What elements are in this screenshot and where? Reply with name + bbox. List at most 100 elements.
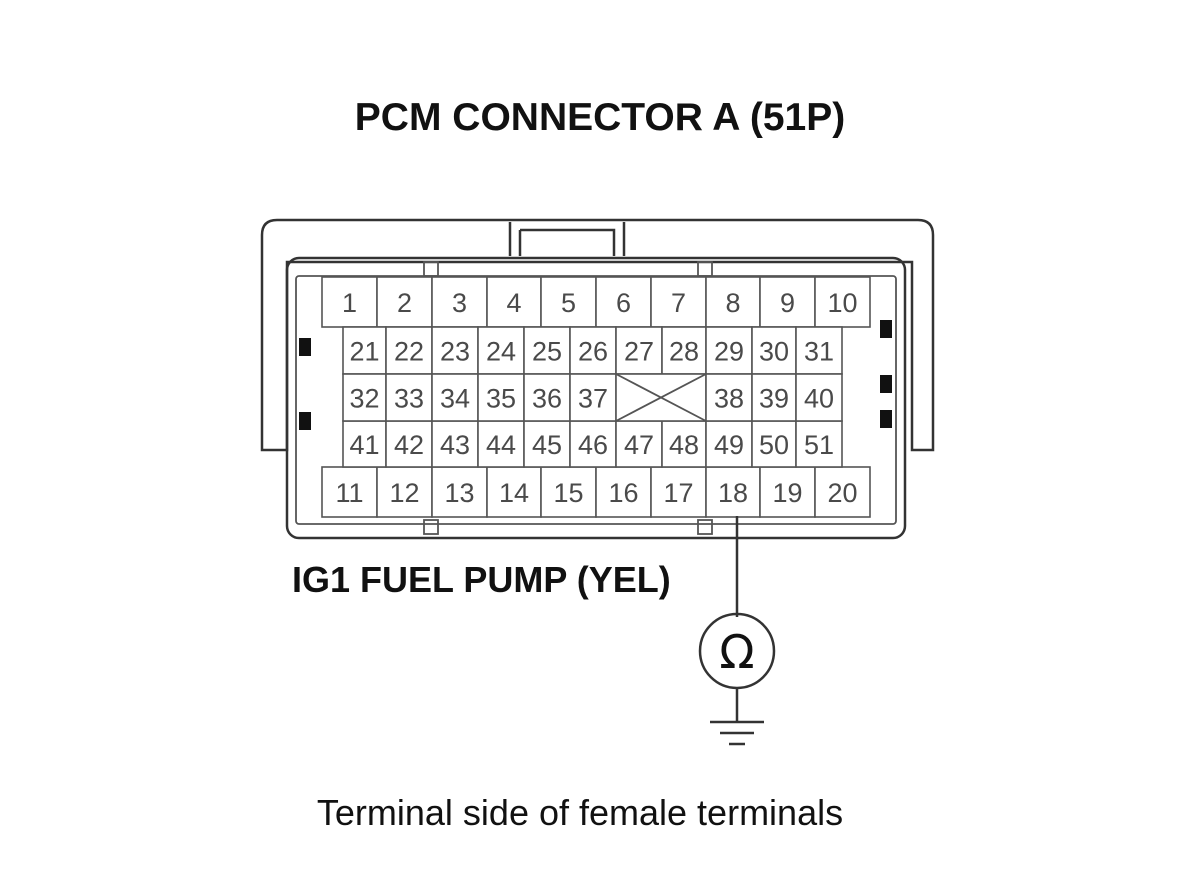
terminal-number: 30 (759, 337, 789, 367)
terminal-34: 34 (431, 373, 479, 422)
terminal-4: 4 (486, 276, 542, 328)
terminal-30: 30 (751, 326, 797, 375)
side-key (299, 338, 311, 356)
terminal-number: 24 (486, 337, 516, 367)
alignment-notch (423, 261, 439, 277)
terminal-number: 18 (718, 478, 748, 508)
terminal-number: 27 (624, 337, 654, 367)
terminal-44: 44 (477, 420, 525, 468)
terminal-45: 45 (523, 420, 571, 468)
terminal-35: 35 (477, 373, 525, 422)
terminal-37: 37 (569, 373, 617, 422)
terminal-9: 9 (759, 276, 816, 328)
terminal-number: 16 (608, 478, 638, 508)
terminal-number: 45 (532, 430, 562, 460)
terminal-1: 1 (321, 276, 378, 328)
terminal-42: 42 (385, 420, 433, 468)
terminal-3: 3 (431, 276, 488, 328)
connector-inner-body (285, 256, 907, 540)
terminal-8: 8 (705, 276, 761, 328)
terminal-number: 13 (444, 478, 474, 508)
terminal-12: 12 (376, 466, 433, 518)
terminal-24: 24 (477, 326, 525, 375)
terminal-16: 16 (595, 466, 652, 518)
connector-outer-shell (260, 218, 935, 452)
terminal-number: 5 (561, 288, 576, 318)
terminal-number: 37 (578, 384, 608, 414)
probe-label: IG1 FUEL PUMP (YEL) (292, 559, 671, 600)
terminal-27: 27 (615, 326, 663, 375)
terminal-18: 18 (705, 466, 761, 518)
terminal-number: 33 (394, 384, 424, 414)
terminal-number: 4 (506, 288, 521, 318)
unused-cavity (615, 373, 707, 422)
terminal-number: 28 (669, 337, 699, 367)
terminal-19: 19 (759, 466, 816, 518)
terminal-number: 42 (394, 430, 424, 460)
terminal-number: 44 (486, 430, 516, 460)
terminal-number: 21 (349, 337, 379, 367)
terminal-number: 51 (804, 430, 834, 460)
terminal-number: 38 (714, 384, 744, 414)
terminal-38: 38 (705, 373, 753, 422)
terminal-6: 6 (595, 276, 652, 328)
terminal-39: 39 (751, 373, 797, 422)
terminal-number: 49 (714, 430, 744, 460)
alignment-notch (697, 519, 713, 535)
terminal-13: 13 (431, 466, 488, 518)
connector-latch (508, 222, 626, 256)
terminal-number: 48 (669, 430, 699, 460)
terminal-number: 1 (342, 288, 357, 318)
terminal-47: 47 (615, 420, 663, 468)
terminal-51: 51 (795, 420, 843, 468)
connector-housing (260, 218, 935, 540)
terminal-49: 49 (705, 420, 753, 468)
terminal-32: 32 (342, 373, 387, 422)
terminal-number: 43 (440, 430, 470, 460)
diagram-caption: Terminal side of female terminals (317, 792, 843, 833)
terminal-number: 23 (440, 337, 470, 367)
terminal-number: 14 (499, 478, 529, 508)
terminal-number: 6 (616, 288, 631, 318)
terminal-number: 17 (663, 478, 693, 508)
terminal-22: 22 (385, 326, 433, 375)
terminal-number: 26 (578, 337, 608, 367)
terminal-40: 40 (795, 373, 843, 422)
connector-cavity-frame (295, 275, 897, 525)
terminal-number: 41 (349, 430, 379, 460)
terminal-number: 46 (578, 430, 608, 460)
terminal-number: 40 (804, 384, 834, 414)
terminal-5: 5 (540, 276, 597, 328)
terminal-number: 34 (440, 384, 470, 414)
terminal-number: 3 (452, 288, 467, 318)
terminal-number: 25 (532, 337, 562, 367)
terminal-36: 36 (523, 373, 571, 422)
terminal-number: 2 (397, 288, 412, 318)
side-key (880, 320, 892, 338)
terminal-28: 28 (661, 326, 707, 375)
terminal-number: 8 (725, 288, 740, 318)
ground-icon (710, 720, 764, 746)
side-key (880, 375, 892, 393)
terminal-number: 19 (772, 478, 802, 508)
terminal-number: 15 (553, 478, 583, 508)
terminal-41: 41 (342, 420, 387, 468)
terminal-number: 12 (389, 478, 419, 508)
ohmmeter-icon: Ω (698, 612, 776, 690)
terminal-number: 35 (486, 384, 516, 414)
terminal-25: 25 (523, 326, 571, 375)
terminal-number: 10 (827, 288, 857, 318)
terminal-number: 31 (804, 337, 834, 367)
terminal-2: 2 (376, 276, 433, 328)
side-key (880, 410, 892, 428)
terminal-20: 20 (814, 466, 871, 518)
terminal-43: 43 (431, 420, 479, 468)
ohm-symbol: Ω (719, 625, 754, 679)
terminal-23: 23 (431, 326, 479, 375)
terminal-number: 47 (624, 430, 654, 460)
terminal-14: 14 (486, 466, 542, 518)
terminal-number: 7 (671, 288, 686, 318)
terminal-number: 36 (532, 384, 562, 414)
